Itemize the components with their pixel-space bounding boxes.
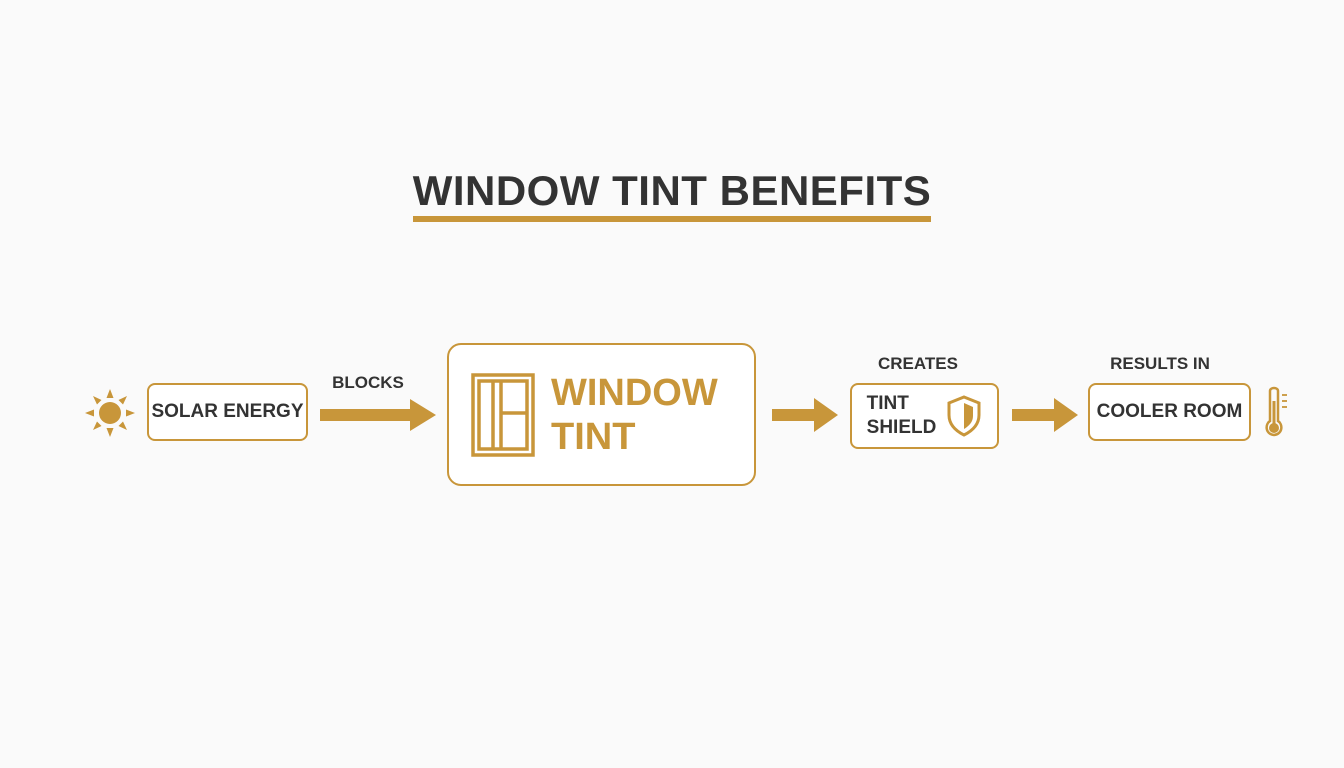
node-window-tint-label: WINDOW TINT [551,371,718,458]
arrow-blocks [320,399,436,431]
title-container: WINDOW TINT BENEFITS [0,168,1344,222]
node-cooler-room-label: COOLER ROOM [1096,401,1243,422]
thermometer-icon [1265,386,1287,437]
arrow-to-shield [772,398,838,432]
window-icon [471,372,535,457]
node-tint-shield-label: TINT SHIELD [866,393,937,438]
shield-icon [947,395,981,437]
page-title: WINDOW TINT BENEFITS [412,168,932,222]
edge-label-creates: CREATES [878,354,958,373]
node-solar-energy: SOLAR ENERGY [147,383,308,441]
node-solar-energy-label: SOLAR ENERGY [151,401,304,422]
edge-label-results-in: RESULTS IN [1110,354,1210,373]
arrow-results [1012,398,1078,432]
node-window-tint: WINDOW TINT [447,343,756,486]
node-cooler-room: COOLER ROOM [1088,383,1251,441]
node-tint-shield: TINT SHIELD [850,383,999,449]
edge-label-blocks: BLOCKS [332,373,404,392]
sun-icon [85,389,135,437]
